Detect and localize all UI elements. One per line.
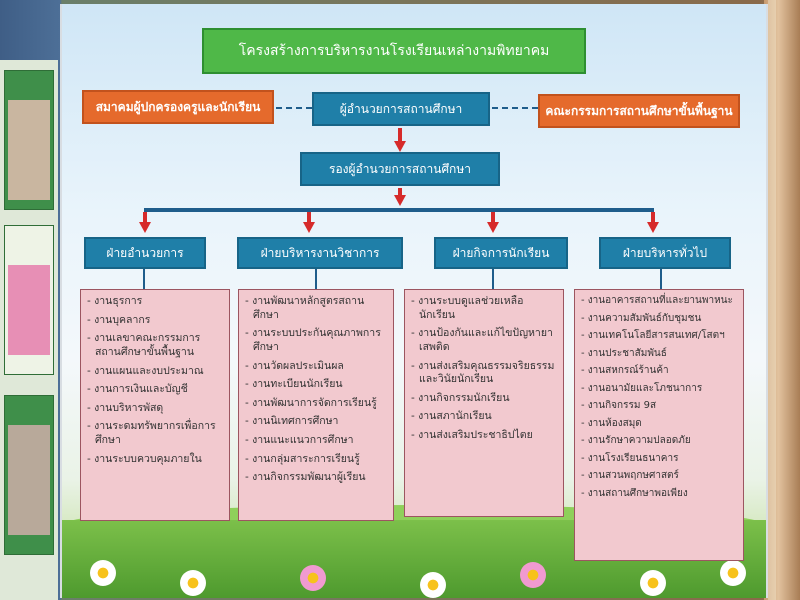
side-poster-photo (8, 100, 50, 200)
side-poster-photo (8, 425, 50, 535)
task-item: งานกิจกรรมพัฒนาผู้เรียน (245, 471, 387, 485)
task-item: งานโรงเรียนธนาคาร (581, 453, 737, 466)
flower-decoration (520, 562, 546, 588)
arrow-down-icon (139, 222, 151, 233)
arrow-stem (307, 212, 311, 224)
task-item: งานอาคารสถานที่และยานพาหนะ (581, 295, 737, 308)
task-item: งานแนะแนวการศึกษา (245, 434, 387, 448)
chart-title: โครงสร้างการบริหารงานโรงเรียนเหล่างามพิท… (202, 28, 586, 74)
task-item: งานส่งเสริมประชาธิปไตย (411, 429, 557, 443)
vertical-connector (660, 269, 662, 289)
task-list-general: งานอาคารสถานที่และยานพาหนะ งานความสัมพัน… (574, 289, 744, 561)
director-box: ผู้อำนวยการสถานศึกษา (312, 92, 490, 126)
arrow-stem (143, 212, 147, 224)
side-poster-photo (8, 265, 50, 355)
division-header-general: ฝ่ายบริหารทั่วไป (599, 237, 731, 269)
task-item: งานพัฒนาหลักสูตรสถานศึกษา (245, 295, 387, 322)
dashed-connector-left (276, 107, 312, 109)
division-header-academic: ฝ่ายบริหารงานวิชาการ (237, 237, 403, 269)
task-item: งานความสัมพันธ์กับชุมชน (581, 313, 737, 326)
task-item: งานสวนพฤกษศาสตร์ (581, 470, 737, 483)
task-item: งานนิเทศการศึกษา (245, 415, 387, 429)
deputy-director-box: รองผู้อำนวยการสถานศึกษา (300, 152, 500, 186)
task-item: งานสถานศึกษาพอเพียง (581, 488, 737, 501)
task-item: งานประชาสัมพันธ์ (581, 348, 737, 361)
flower-decoration (300, 565, 326, 591)
task-list-academic: งานพัฒนาหลักสูตรสถานศึกษา งานระบบประกันค… (238, 289, 394, 521)
task-list-student-affairs: งานระบบดูแลช่วยเหลือนักเรียน งานป้องกันแ… (404, 289, 564, 517)
arrow-down-icon (394, 141, 406, 152)
task-item: งานวัดผลประเมินผล (245, 360, 387, 374)
task-item: งานส่งเสริมคุณธรรมจริยธรรมและวินัยนักเรี… (411, 360, 557, 387)
vertical-connector (492, 269, 494, 289)
task-item: งานกิจกรรมนักเรียน (411, 392, 557, 406)
flower-decoration (180, 570, 206, 596)
task-item: งานทะเบียนนักเรียน (245, 378, 387, 392)
school-board-box: คณะกรรมการสถานศึกษาขั้นพื้นฐาน (538, 94, 740, 128)
task-item: งานแผนและงบประมาณ (87, 365, 223, 379)
task-item: งานรักษาความปลอดภัย (581, 435, 737, 448)
arrow-down-icon (487, 222, 499, 233)
task-item: งานระดมทรัพยากรเพื่อการศึกษา (87, 420, 223, 447)
flower-decoration (640, 570, 666, 596)
division-header-student-affairs: ฝ่ายกิจการนักเรียน (434, 237, 568, 269)
task-item: งานห้องสมุด (581, 418, 737, 431)
task-item: งานการเงินและบัญชี (87, 383, 223, 397)
task-item: งานระบบประกันคุณภาพการศึกษา (245, 327, 387, 354)
task-item: งานระบบควบคุมภายใน (87, 453, 223, 467)
arrow-stem (398, 188, 402, 196)
task-item: งานเทคโนโลยีสารสนเทศ/โสตฯ (581, 330, 737, 343)
vertical-connector (315, 269, 317, 289)
arrow-stem (398, 128, 402, 142)
task-item: งานบริหารพัสดุ (87, 402, 223, 416)
task-item: งานป้องกันและแก้ไขปัญหายาเสพติด (411, 327, 557, 354)
parents-association-box: สมาคมผู้ปกครองครูและนักเรียน (82, 90, 274, 124)
arrow-down-icon (647, 222, 659, 233)
arrow-stem (651, 212, 655, 224)
arrow-down-icon (303, 222, 315, 233)
task-item: งานพัฒนาการจัดการเรียนรู้ (245, 397, 387, 411)
task-item: งานสหกรณ์ร้านค้า (581, 365, 737, 378)
task-item: งานอนามัยและโภชนาการ (581, 383, 737, 396)
vertical-connector (143, 269, 145, 289)
arrow-stem (491, 212, 495, 224)
task-item: งานบุคลากร (87, 314, 223, 328)
flower-decoration (720, 560, 746, 586)
task-item: งานเลขาคณะกรรมการสถานศึกษาขั้นพื้นฐาน (87, 332, 223, 359)
flower-decoration (420, 572, 446, 598)
task-item: งานสภานักเรียน (411, 410, 557, 424)
pole-highlight (768, 0, 776, 600)
arrow-down-icon (394, 195, 406, 206)
task-item: งานธุรการ (87, 295, 223, 309)
task-item: งานกลุ่มสาระการเรียนรู้ (245, 453, 387, 467)
branch-connector (144, 208, 654, 212)
division-header-administration: ฝ่ายอำนวยการ (84, 237, 206, 269)
task-item: งานกิจกรรม 9ส (581, 400, 737, 413)
task-item: งานระบบดูแลช่วยเหลือนักเรียน (411, 295, 557, 322)
flower-decoration (90, 560, 116, 586)
dashed-connector-right (492, 107, 538, 109)
task-list-administration: งานธุรการ งานบุคลากร งานเลขาคณะกรรมการสถ… (80, 289, 230, 521)
